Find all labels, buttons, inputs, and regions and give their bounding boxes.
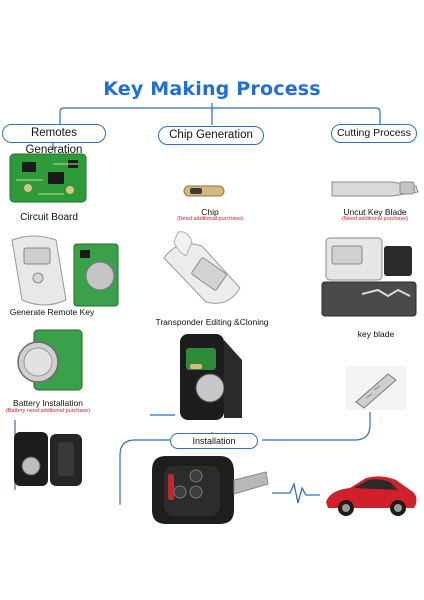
red-car-image xyxy=(326,476,417,516)
cut-key-blade-image xyxy=(346,366,406,410)
installation-label: Installation xyxy=(170,433,258,449)
cutting-process-heading: Cutting Process xyxy=(331,124,417,143)
key-blade-label: key blade xyxy=(357,329,395,339)
key-cutting-machine-image xyxy=(321,237,417,317)
chip-generation-heading: Chip Generation xyxy=(158,126,264,145)
flip-key-chip-image xyxy=(180,334,242,420)
battery-image xyxy=(17,329,83,391)
circuit-board-label: Circuit Board xyxy=(20,212,78,223)
page-title: Key Making Process xyxy=(103,78,321,100)
chip-note: (Need additional purchase) xyxy=(176,216,244,222)
battery-note: (Battery need additional purchase) xyxy=(5,408,91,414)
finished-flip-key-image xyxy=(152,456,269,524)
open-remote-shell-image xyxy=(14,432,82,486)
chip-image xyxy=(183,185,225,197)
uncut-note: (Need additional purchase) xyxy=(341,216,409,222)
chip-label: Chip xyxy=(201,207,219,217)
uncut-key-blade-label: Uncut Key Blade xyxy=(343,207,407,217)
transponder-editing-label: Transponder Editing &Cloning xyxy=(155,317,269,327)
transponder-programmer-image xyxy=(163,231,241,304)
uncut-key-blade-image xyxy=(331,181,419,197)
key-programmer-image xyxy=(11,235,119,307)
generate-remote-key-label: Generate Remote Key xyxy=(9,307,95,317)
remotes-generation-heading: Remotes Generation xyxy=(2,124,106,156)
circuit-board-image xyxy=(9,153,87,203)
battery-installation-label: Battery Installation xyxy=(13,398,83,408)
